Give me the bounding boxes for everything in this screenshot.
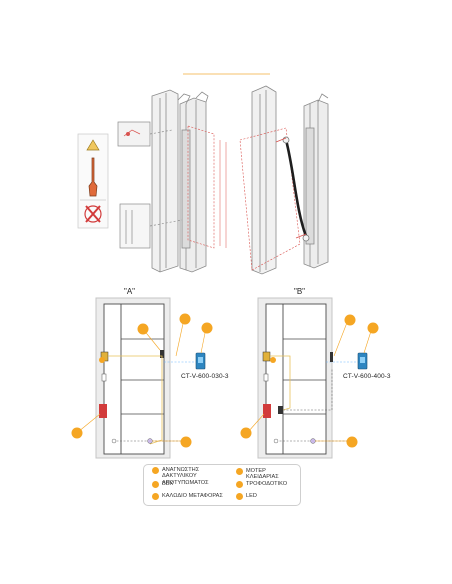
- b-fingerprint-reader: [262, 351, 271, 362]
- b-callout-5: [270, 357, 276, 363]
- a-callout-2: [179, 313, 191, 325]
- legend-item-label: ΚΑΛΩΔΙΟ ΜΕΤΑΦΟΡΑΣ: [162, 493, 223, 499]
- a-callout-6: [99, 357, 105, 363]
- a-callout-3: [201, 322, 213, 334]
- orange-dot-icon: [236, 481, 243, 488]
- panel-a-model-code: CT-V-600-030-3: [181, 373, 229, 380]
- panel-b-caption: "B": [294, 287, 306, 296]
- b-callout-1: [344, 314, 356, 326]
- left-detail-callouts: [117, 121, 183, 249]
- legend: ΑΝΑΓΝΩΣΤΗΣ ΔΑΚΤΥΛΙΚΟΥ ΑΠΟΤΥΠΩΜΑΤΟΣ ΜΟΤΕΡ…: [143, 464, 301, 506]
- prohibited-tool-icon: [85, 205, 101, 223]
- legend-item-label: ΜΟΤΕΡ ΚΛΕΙΔΑΡΙΑΣ: [246, 468, 279, 481]
- legend-item-label: LED: [246, 493, 257, 499]
- a-lock-motor: [99, 404, 107, 418]
- legend-item-lock-motor: ΜΟΤΕΡ ΚΛΕΙΔΑΡΙΑΣ: [236, 468, 300, 481]
- b-callout-3: [240, 427, 252, 439]
- panel-a-door: [71, 297, 213, 459]
- orange-dot-icon: [152, 467, 159, 474]
- legend-item-led: LED: [236, 493, 257, 500]
- orange-dot-icon: [152, 493, 159, 500]
- screwdriver-icon: [88, 157, 98, 197]
- orange-dot-icon: [152, 481, 159, 488]
- a-callout-1: [137, 323, 149, 335]
- legend-item-label: ΤΡΟΦΟΔΟΤΙΚΟ: [246, 481, 288, 487]
- legend-item-power-supply: ΤΡΟΦΟΔΟΤΙΚΟ: [236, 481, 287, 488]
- legend-item-fingerprint-reader: ΑΝΑΓΝΩΣΤΗΣ ΔΑΚΤΥΛΙΚΟΥ ΑΠΟΤΥΠΩΜΑΤΟΣ: [152, 467, 232, 486]
- panel-a-caption: "A": [124, 287, 136, 296]
- tool-warning-panel: [77, 133, 109, 229]
- b-callout-2: [367, 322, 379, 334]
- panel-b-model-code: CT-V-600-400-3: [343, 373, 391, 380]
- warning-icon: [86, 139, 100, 151]
- legend-item-bbx: ΒΒΧ: [152, 481, 173, 488]
- b-callout-4: [346, 436, 358, 448]
- orange-dot-icon: [236, 468, 243, 475]
- right-profile-illustration: [239, 85, 329, 275]
- left-profile-illustration: [151, 89, 227, 273]
- transfer-cable: [284, 139, 308, 237]
- legend-item-label: ΒΒΧ: [162, 481, 174, 487]
- a-callout-4: [71, 427, 83, 439]
- legend-item-transfer-cable: ΚΑΛΩΔΙΟ ΜΕΤΑΦΟΡΑΣ: [152, 493, 223, 500]
- a-callout-5: [180, 436, 192, 448]
- orange-dot-icon: [236, 493, 243, 500]
- panel-b-door: [240, 297, 379, 459]
- legend-item-label: ΑΝΑΓΝΩΣΤΗΣ ΔΑΚΤΥΛΙΚΟΥ ΑΠΟΤΥΠΩΜΑΤΟΣ: [162, 467, 209, 486]
- b-lock-motor: [263, 404, 271, 418]
